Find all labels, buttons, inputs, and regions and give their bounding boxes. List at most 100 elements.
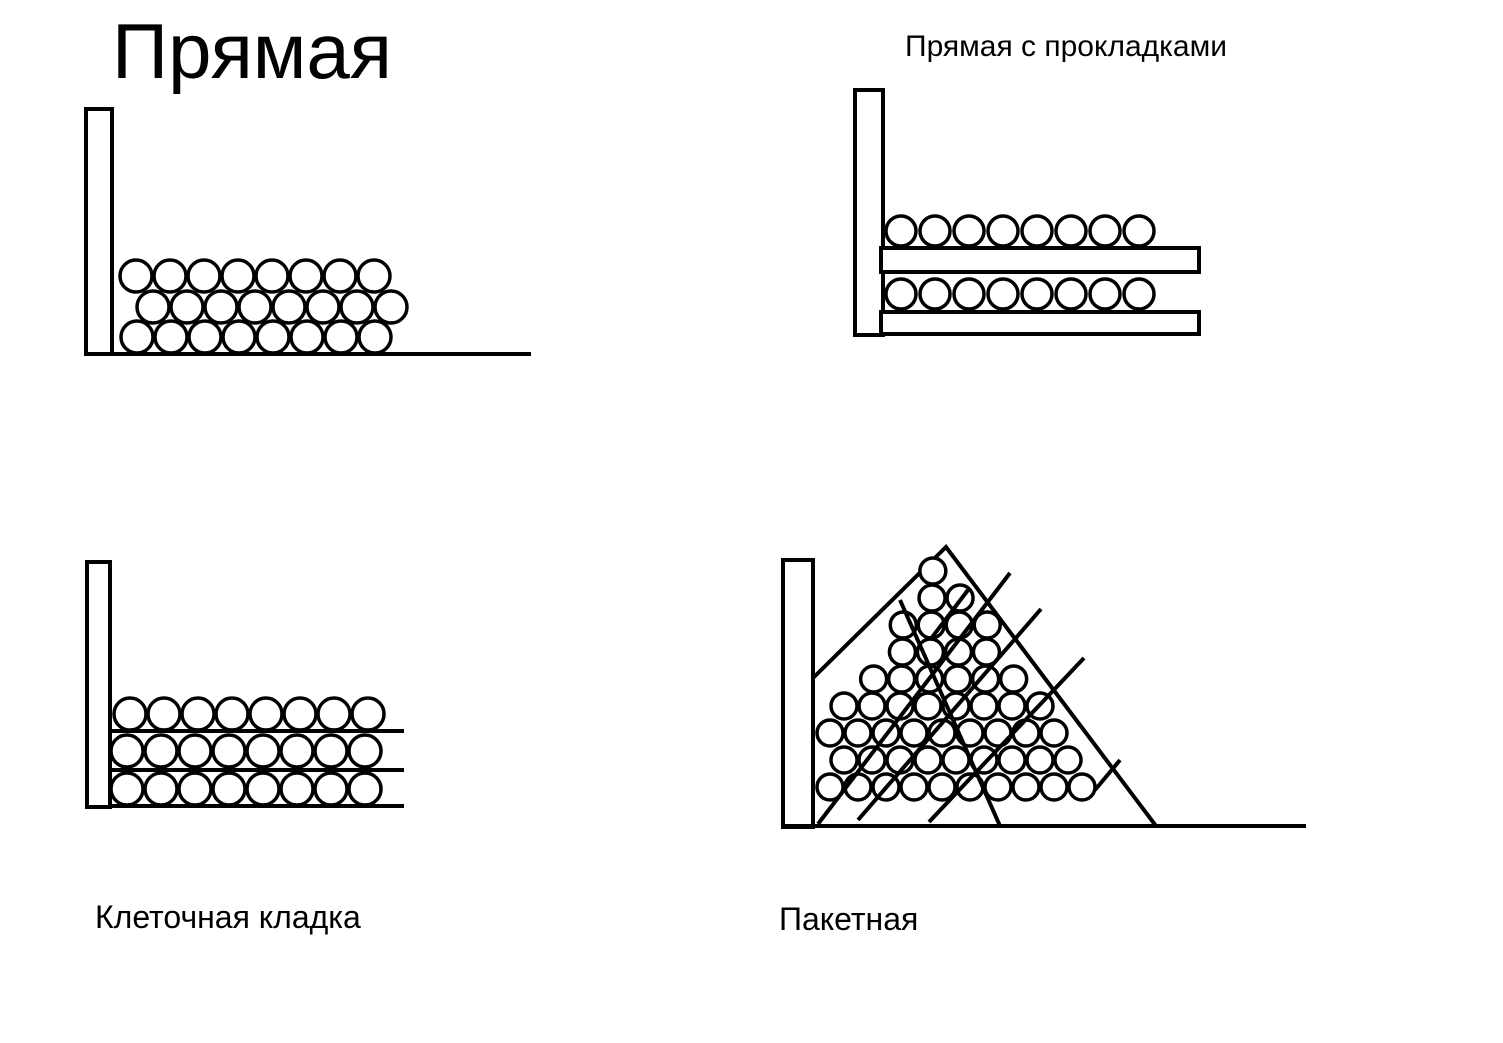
log-circle: [203, 289, 239, 325]
log-circle: [373, 289, 409, 325]
log-circle: [997, 745, 1027, 775]
log-circle: [815, 772, 845, 802]
log-circle: [1011, 718, 1041, 748]
log-circle: [998, 664, 1029, 694]
log-circle: [237, 289, 273, 325]
log-circle: [917, 583, 947, 613]
binding-strap: [928, 588, 970, 642]
log-circle: [1088, 214, 1122, 248]
log-circle: [942, 664, 973, 694]
log-circle: [169, 289, 205, 325]
support-post: [853, 88, 885, 337]
log-circle: [1039, 772, 1069, 802]
log-circle: [135, 289, 171, 325]
log-circle: [313, 771, 349, 807]
log-circle: [1053, 745, 1083, 775]
pile-outline: [811, 543, 1158, 828]
log-circle: [109, 771, 145, 807]
log-circle: [1054, 277, 1088, 311]
log-circle: [1088, 277, 1122, 311]
log-circle: [220, 258, 256, 294]
log-circle: [339, 289, 375, 325]
log-circle: [356, 258, 392, 294]
log-circle: [986, 214, 1020, 248]
log-circle: [118, 258, 154, 294]
panel-cell-stacking: [85, 560, 404, 809]
log-circle: [245, 733, 281, 769]
log-circle: [913, 691, 943, 721]
log-circle: [177, 733, 213, 769]
log-circle: [305, 289, 341, 325]
log-circle: [1020, 277, 1054, 311]
log-circle: [254, 258, 290, 294]
log-circle: [350, 696, 386, 732]
log-circle: [983, 772, 1013, 802]
log-circle: [899, 718, 929, 748]
log-circle: [927, 772, 957, 802]
title-straight: Прямая: [112, 7, 393, 95]
log-circle: [323, 319, 359, 355]
log-circle: [899, 772, 929, 802]
log-circle: [815, 718, 845, 748]
log-circle: [843, 772, 873, 802]
log-circle: [886, 664, 917, 694]
log-circle: [289, 319, 325, 355]
binding-strap: [1093, 758, 1122, 792]
log-circle: [1039, 718, 1069, 748]
log-circle: [143, 771, 179, 807]
log-circle: [952, 277, 986, 311]
log-circle: [153, 319, 189, 355]
log-circle: [1054, 214, 1088, 248]
log-circle: [1020, 214, 1054, 248]
log-circle: [986, 277, 1020, 311]
log-circle: [119, 319, 155, 355]
support-post: [781, 558, 815, 829]
log-circle: [271, 289, 307, 325]
log-circle: [288, 258, 324, 294]
log-circle: [884, 277, 918, 311]
log-circle: [918, 214, 952, 248]
binding-strap: [927, 656, 1086, 824]
log-circle: [918, 556, 948, 586]
log-circle: [245, 771, 281, 807]
log-circle: [927, 718, 957, 748]
spacer-board: [879, 246, 1201, 274]
log-circle: [347, 733, 383, 769]
log-circle: [187, 319, 223, 355]
log-circle: [884, 214, 918, 248]
log-circle: [1122, 277, 1156, 311]
log-circle: [316, 696, 352, 732]
log-circle: [143, 733, 179, 769]
log-circle: [180, 696, 216, 732]
log-circle: [887, 637, 918, 667]
log-circle: [913, 745, 943, 775]
log-circle: [112, 696, 148, 732]
log-circle: [952, 214, 986, 248]
log-circle: [1067, 772, 1097, 802]
support-post: [85, 560, 112, 809]
log-circle: [186, 258, 222, 294]
log-circle: [177, 771, 213, 807]
log-circle: [255, 319, 291, 355]
spacer-board: [879, 310, 1201, 336]
log-circle: [211, 733, 247, 769]
log-circle: [322, 258, 358, 294]
log-circle: [357, 319, 393, 355]
support-post: [84, 107, 114, 356]
log-circle: [969, 691, 999, 721]
panel-straight: [84, 107, 531, 356]
log-circle: [1011, 772, 1041, 802]
log-circle: [279, 771, 315, 807]
title-straight-with-spacers: Прямая с прокладками: [905, 30, 1228, 63]
log-circle: [829, 745, 859, 775]
log-circle: [279, 733, 315, 769]
log-circle: [313, 733, 349, 769]
log-circle: [857, 745, 887, 775]
log-circle: [248, 696, 284, 732]
binding-strap: [898, 599, 1002, 827]
panel-packet-stacking: [781, 543, 1306, 829]
log-circle: [858, 664, 889, 694]
log-circle: [1025, 745, 1055, 775]
panel-straight-with-spacers: [853, 88, 1201, 337]
